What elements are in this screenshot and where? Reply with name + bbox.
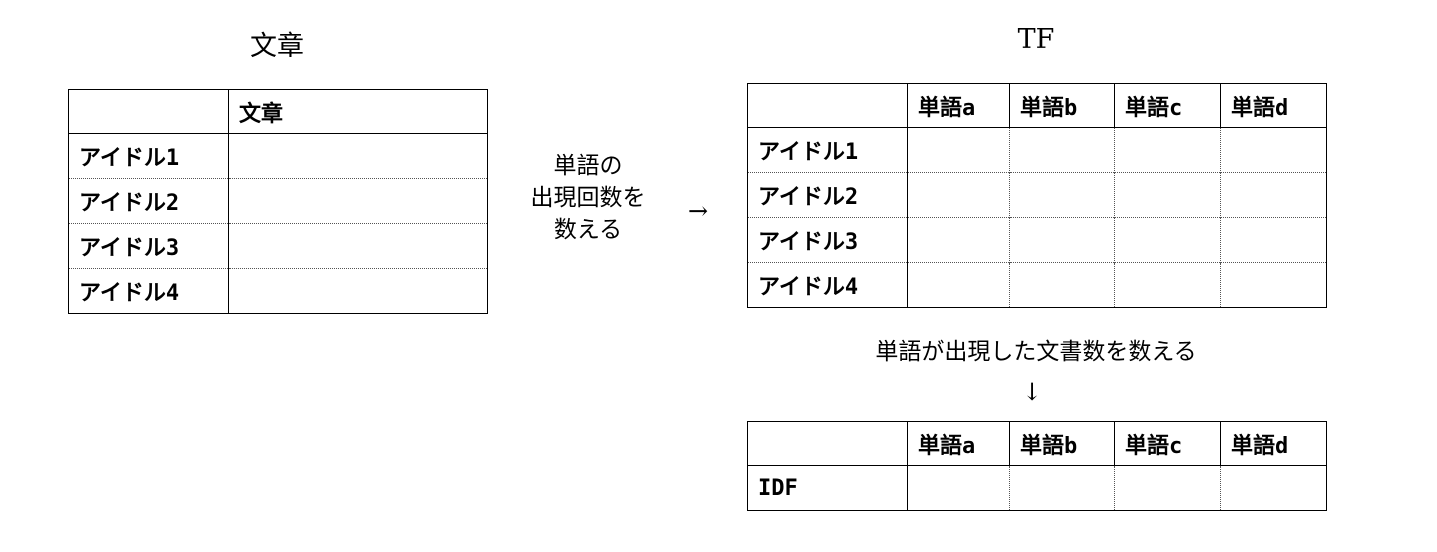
column-header: 単語c: [1114, 421, 1221, 466]
row-header: アイドル2: [747, 172, 908, 218]
column-header: 単語a: [907, 421, 1010, 466]
column-header: 単語c: [1114, 83, 1221, 128]
table-cell: [228, 178, 488, 224]
corner-cell: [68, 89, 229, 134]
table-cell: [1220, 217, 1327, 263]
table-cell: [1009, 217, 1115, 263]
table-row: アイドル4: [68, 268, 488, 314]
table-cell: [228, 133, 488, 179]
count-documents-note: 単語が出現した文書数を数える: [875, 339, 1197, 365]
table-cell: [1114, 172, 1221, 218]
table-cell: [1220, 465, 1327, 511]
left-table-title: 文章: [250, 31, 304, 62]
table-cell: [228, 268, 488, 314]
table-header-row: 単語a 単語b 単語c 単語d: [747, 421, 1327, 466]
table-cell: [907, 465, 1010, 511]
count-occurrences-note: 単語の 出現回数を 数える: [498, 150, 678, 246]
row-header: アイドル3: [68, 223, 229, 269]
column-header: 単語b: [1009, 83, 1115, 128]
table-cell: [907, 217, 1010, 263]
table-row: IDF: [747, 465, 1327, 511]
table-cell: [1009, 262, 1115, 308]
row-header: アイドル1: [747, 127, 908, 173]
table-cell: [228, 223, 488, 269]
table-cell: [1114, 127, 1221, 173]
table-row: アイドル1: [68, 133, 488, 179]
down-arrow-icon: ↓: [1022, 378, 1043, 406]
corner-cell: [747, 421, 908, 466]
table-row: アイドル4: [747, 262, 1327, 308]
table-cell: [907, 262, 1010, 308]
table-header-row: 単語a 単語b 単語c 単語d: [747, 83, 1327, 128]
row-header: アイドル2: [68, 178, 229, 224]
table-cell: [1009, 465, 1115, 511]
table-header-row: 文章: [68, 89, 488, 134]
table-cell: [1220, 172, 1327, 218]
table-row: アイドル3: [68, 223, 488, 269]
row-header: IDF: [747, 465, 908, 511]
table-row: アイドル3: [747, 217, 1327, 263]
table-cell: [1009, 127, 1115, 173]
idf-table: 単語a 単語b 単語c 単語d IDF: [747, 421, 1327, 511]
table-cell: [1114, 465, 1221, 511]
row-header: アイドル1: [68, 133, 229, 179]
table-cell: [907, 172, 1010, 218]
tf-table: 単語a 単語b 単語c 単語d アイドル1 アイドル2 アイドル3 アイドル4: [747, 83, 1327, 308]
table-cell: [1114, 217, 1221, 263]
table-row: アイドル2: [68, 178, 488, 224]
column-header: 単語b: [1009, 421, 1115, 466]
right-arrow-icon: →: [688, 197, 709, 225]
document-table: 文章 アイドル1 アイドル2 アイドル3 アイドル4: [68, 89, 488, 314]
table-row: アイドル1: [747, 127, 1327, 173]
corner-cell: [747, 83, 908, 128]
table-cell: [1009, 172, 1115, 218]
column-header: 単語d: [1220, 421, 1327, 466]
table-cell: [1220, 127, 1327, 173]
table-row: アイドル2: [747, 172, 1327, 218]
column-header: 文章: [228, 89, 488, 134]
tf-table-title: TF: [1017, 24, 1055, 55]
row-header: アイドル3: [747, 217, 908, 263]
table-cell: [1114, 262, 1221, 308]
note-line: 数える: [553, 217, 623, 243]
table-cell: [907, 127, 1010, 173]
table-cell: [1220, 262, 1327, 308]
note-line: 出現回数を: [530, 185, 646, 211]
row-header: アイドル4: [68, 268, 229, 314]
column-header: 単語a: [907, 83, 1010, 128]
column-header: 単語d: [1220, 83, 1327, 128]
note-line: 単語の: [553, 153, 623, 179]
row-header: アイドル4: [747, 262, 908, 308]
